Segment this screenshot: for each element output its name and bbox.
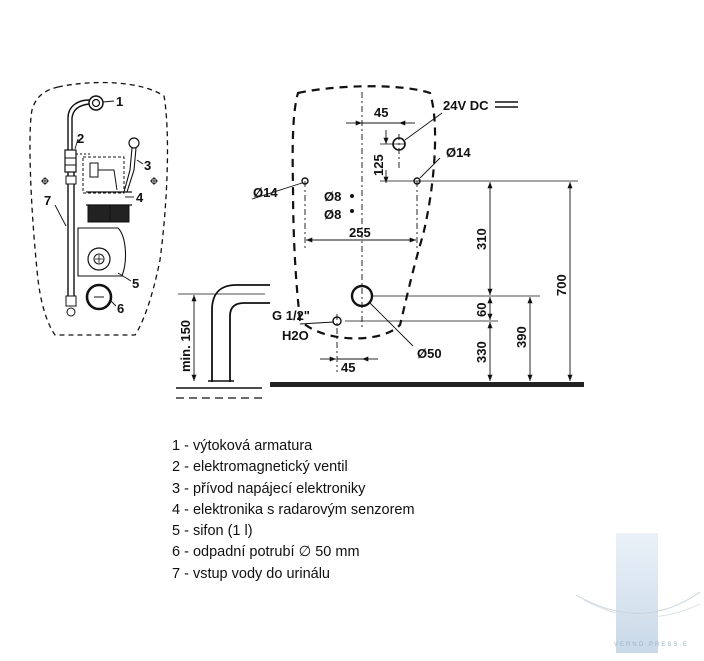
dim-330-label: 330: [474, 341, 489, 363]
water-label: H2O: [282, 328, 309, 343]
dim-45-top-label: 45: [374, 105, 388, 120]
rear-view-outline: [29, 81, 169, 336]
legend-item: 4 - elektronika s radarovým senzorem: [172, 501, 415, 518]
floor-line: [270, 382, 584, 387]
dim-700-label: 700: [554, 274, 569, 296]
outlet-fitting: [67, 95, 104, 150]
callout-4: 4: [136, 190, 144, 205]
dim-45-bottom-label: 45: [341, 360, 355, 375]
mounting-hole-right: [150, 177, 158, 185]
centre-lines: [304, 92, 418, 372]
legend-item: 5 - sifon (1 l): [172, 523, 253, 540]
callout-1: 1: [116, 94, 123, 109]
solenoid-valve: [64, 149, 90, 173]
watermark: VERNO PRESS.E: [575, 533, 701, 653]
watermark-text: VERNO PRESS.E: [614, 642, 689, 648]
legend-item: 7 - vstup vody do urinálu: [172, 565, 330, 582]
waste-pipe: [85, 283, 113, 311]
small-hole-1: [350, 194, 354, 198]
extension-lines: [345, 180, 578, 322]
small-hole-2-label: Ø8: [324, 207, 341, 222]
component-legend: 1 - výtoková armatura 2 - elektromagneti…: [172, 436, 415, 585]
hole-right-leader: [419, 157, 441, 179]
callout-5: 5: [132, 276, 139, 291]
dim-125-label: 125: [371, 154, 386, 176]
siphon: [77, 227, 127, 277]
small-hole-2: [350, 209, 354, 213]
legend-item: 6 - odpadní potrubí ∅ 50 mm: [172, 544, 360, 561]
hole-left-leader: [251, 182, 303, 200]
dim-min150-label: min. 150: [178, 320, 193, 372]
thread-label: G 1/2": [272, 308, 310, 323]
callout-7: 7: [44, 193, 51, 208]
water-inlet: [332, 316, 342, 326]
dim-390-label: 390: [514, 326, 529, 348]
floor-drain-pipe: [176, 284, 270, 399]
water-inlet-hose: [65, 172, 77, 317]
radar-electronics: [82, 156, 132, 223]
small-hole-1-label: Ø8: [324, 189, 341, 204]
callout-labels: 1 2 3 4 5 6 7: [44, 94, 151, 316]
hole-left: [301, 177, 309, 185]
mounting-hole-left: [41, 177, 49, 185]
outlet-leader: [369, 302, 414, 347]
hole-right-label: Ø14: [446, 145, 471, 160]
callout-leaders: [54, 100, 144, 307]
legend-item: 1 - výtoková armatura: [172, 438, 313, 454]
urinal-outline: [291, 85, 437, 340]
outlet-label: Ø50: [417, 346, 442, 361]
callout-2: 2: [77, 131, 84, 146]
dim-310-label: 310: [474, 228, 489, 250]
callout-6: 6: [117, 301, 124, 316]
supply-label: 24V DC: [443, 98, 489, 113]
thread-leader: [299, 321, 335, 325]
power-supply-lead: [123, 137, 140, 193]
dim-60-label: 60: [474, 303, 489, 317]
outlet-pipe: [350, 284, 374, 308]
hole-left-label: Ø14: [253, 185, 278, 200]
dim-255-label: 255: [349, 225, 371, 240]
legend-item: 3 - přívod napájecí elektroniky: [172, 480, 366, 497]
legend-item: 2 - elektromagnetický ventil: [172, 459, 348, 476]
callout-3: 3: [144, 158, 151, 173]
